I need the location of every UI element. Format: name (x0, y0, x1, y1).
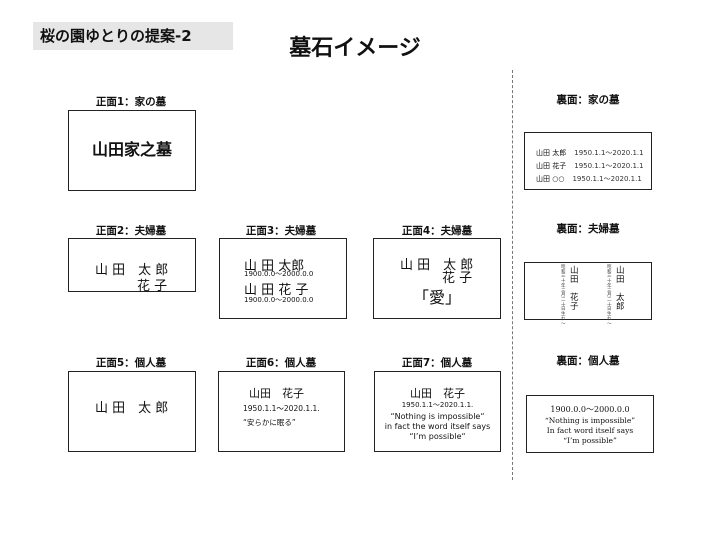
vchar: れ (607, 316, 612, 322)
back2-col2-date: 昭和三十年三月二十日生れ～ (607, 265, 612, 327)
list-item: 山田 ○○ 1950.1.1～2020.1.1 (536, 174, 644, 184)
vchar: 三 (561, 288, 566, 294)
front6-name: 山田 花子 (249, 387, 304, 400)
front6-quote: “安らかに眠る” (243, 418, 296, 427)
vchar: ～ (607, 321, 612, 327)
vchar: 二 (561, 298, 566, 304)
front4-stone: 山 田 太 郎 花 子 「愛」 (373, 238, 501, 319)
vchar: 山 (570, 266, 579, 276)
vchar: 子 (570, 301, 579, 312)
front6-label: 正面6：個人墓 (245, 357, 317, 369)
vchar: 山 (616, 266, 625, 276)
vchar: 三 (607, 274, 612, 280)
back1-stone: 山田 太郎 1950.1.1～2020.1.1 山田 花子 1950.1.1～202… (524, 132, 652, 190)
vchar: 十 (607, 302, 612, 308)
back2-stone: 昭和三十年三月二十日生れ～ 山田 花子 昭和三十年三月二十日生れ～ 山田 太郎 (524, 262, 652, 326)
section-divider (512, 70, 513, 480)
back1-name: 山田 ○○ (536, 175, 565, 183)
front7-name: 山田 花子 (410, 387, 465, 400)
vchar: 太 (616, 292, 625, 303)
vchar: 十 (561, 302, 566, 308)
vchar: 和 (561, 269, 566, 275)
vchar: 十 (561, 279, 566, 285)
vchar: れ (561, 316, 566, 322)
back3-stone: 1900.0.0～2000.0.0 “Nothing is impossible… (526, 395, 654, 453)
back3-quote-line2: In fact word itself says (546, 426, 634, 435)
vchar: 花 (570, 292, 579, 303)
front6-date: 1950.1.1～2020.1.1. (243, 404, 320, 413)
back1-name: 山田 太郎 (536, 149, 567, 157)
vchar: 日 (561, 307, 566, 313)
vchar: 生 (561, 312, 566, 318)
back2-label: 裏面：夫婦墓 (556, 223, 620, 235)
vchar: 昭 (607, 265, 612, 270)
back1-name: 山田 花子 (536, 162, 567, 170)
front7-stone: 山田 花子 1950.1.1～2020.1.1. “Nothing is imp… (374, 371, 501, 452)
vchar: 十 (607, 279, 612, 285)
vchar: 和 (607, 269, 612, 275)
vchar: 生 (607, 312, 612, 318)
vchar: 年 (561, 283, 566, 289)
vchar: 田 (616, 274, 625, 285)
back2-col2-name: 山田 太郎 (616, 267, 625, 312)
front2-stone: 山 田 太 郎 花 子 (68, 238, 196, 294)
front2-line1: 山 田 太 郎 (95, 263, 169, 278)
vchar: 年 (607, 283, 612, 289)
front3-name1: 山 田 太郎 (244, 259, 305, 274)
section-tag: 桜の園ゆとりの提案-2 (33, 22, 233, 50)
back3-date: 1900.0.0～2000.0.0 (550, 405, 630, 414)
back3-quote-line1: “Nothing is impossible” (544, 416, 636, 425)
vchar: 日 (607, 307, 612, 313)
front3-date1: 1900.0.0～2000.0.0 (244, 270, 314, 278)
front7-quote-line2: in fact the word itself says (384, 422, 491, 431)
back1-label: 裏面：家の墓 (556, 94, 620, 106)
front4-word: 「愛」 (412, 288, 461, 307)
front7-quote-line1: “Nothing is impossible“ (390, 412, 485, 421)
front3-stone: 山 田 太郎 1900.0.0～2000.0.0 山 田 花 子 1900.0.… (219, 238, 347, 319)
front3-name2: 山 田 花 子 (244, 283, 309, 298)
front2-label: 正面2：夫婦墓 (95, 225, 167, 237)
front7-date: 1950.1.1～2020.1.1. (401, 401, 474, 409)
front6-stone: 山田 花子 1950.1.1～2020.1.1. “安らかに眠る” (218, 371, 345, 452)
back3-label: 裏面：個人墓 (556, 355, 620, 367)
front1-text: 山田家之墓 (91, 140, 172, 159)
vchar: 月 (561, 293, 566, 299)
back1-list: 山田 太郎 1950.1.1～2020.1.1 山田 花子 1950.1.1～202… (536, 148, 644, 187)
back1-date: 1950.1.1～2020.1.1 (574, 162, 644, 170)
front7-label: 正面7：個人墓 (401, 357, 473, 369)
front4-label: 正面4：夫婦墓 (401, 225, 473, 237)
vchar: 郎 (616, 301, 625, 312)
vchar: 昭 (561, 265, 566, 270)
front4-line1: 山 田 太 郎 (400, 258, 474, 273)
vchar: 田 (570, 274, 579, 285)
front1-stone: 山田家之墓 (68, 110, 196, 191)
vchar: 三 (561, 274, 566, 280)
list-item: 山田 太郎 1950.1.1～2020.1.1 (536, 148, 644, 158)
front5-stone: 山 田 太 郎 (68, 371, 196, 452)
front3-label: 正面3：夫婦墓 (245, 225, 317, 237)
front4-line2: 花 子 (442, 271, 473, 286)
front5-text: 山 田 太 郎 (95, 401, 169, 416)
back2-col1-name: 山田 花子 (570, 267, 579, 312)
vchar: 三 (607, 288, 612, 294)
back3-quote-line3: “I’m possible” (563, 436, 617, 445)
vchar: 二 (607, 298, 612, 304)
front1-label: 正面1：家の墓 (95, 96, 167, 108)
back1-date: 1950.1.1～2020.1.1 (572, 175, 642, 183)
list-item: 山田 花子 1950.1.1～2020.1.1 (536, 161, 644, 171)
front3-date2: 1900.0.0～2000.0.0 (244, 296, 314, 304)
vchar: 月 (607, 293, 612, 299)
front7-quote-line3: “I’m possible“ (409, 432, 466, 441)
vchar: ～ (561, 321, 566, 327)
front2-line2: 花 子 (137, 279, 168, 294)
back1-date: 1950.1.1～2020.1.1 (574, 149, 644, 157)
page-title: 墓石イメージ (289, 36, 421, 61)
front5-label: 正面5：個人墓 (95, 357, 167, 369)
back2-col1-date: 昭和三十年三月二十日生れ～ (561, 265, 566, 327)
